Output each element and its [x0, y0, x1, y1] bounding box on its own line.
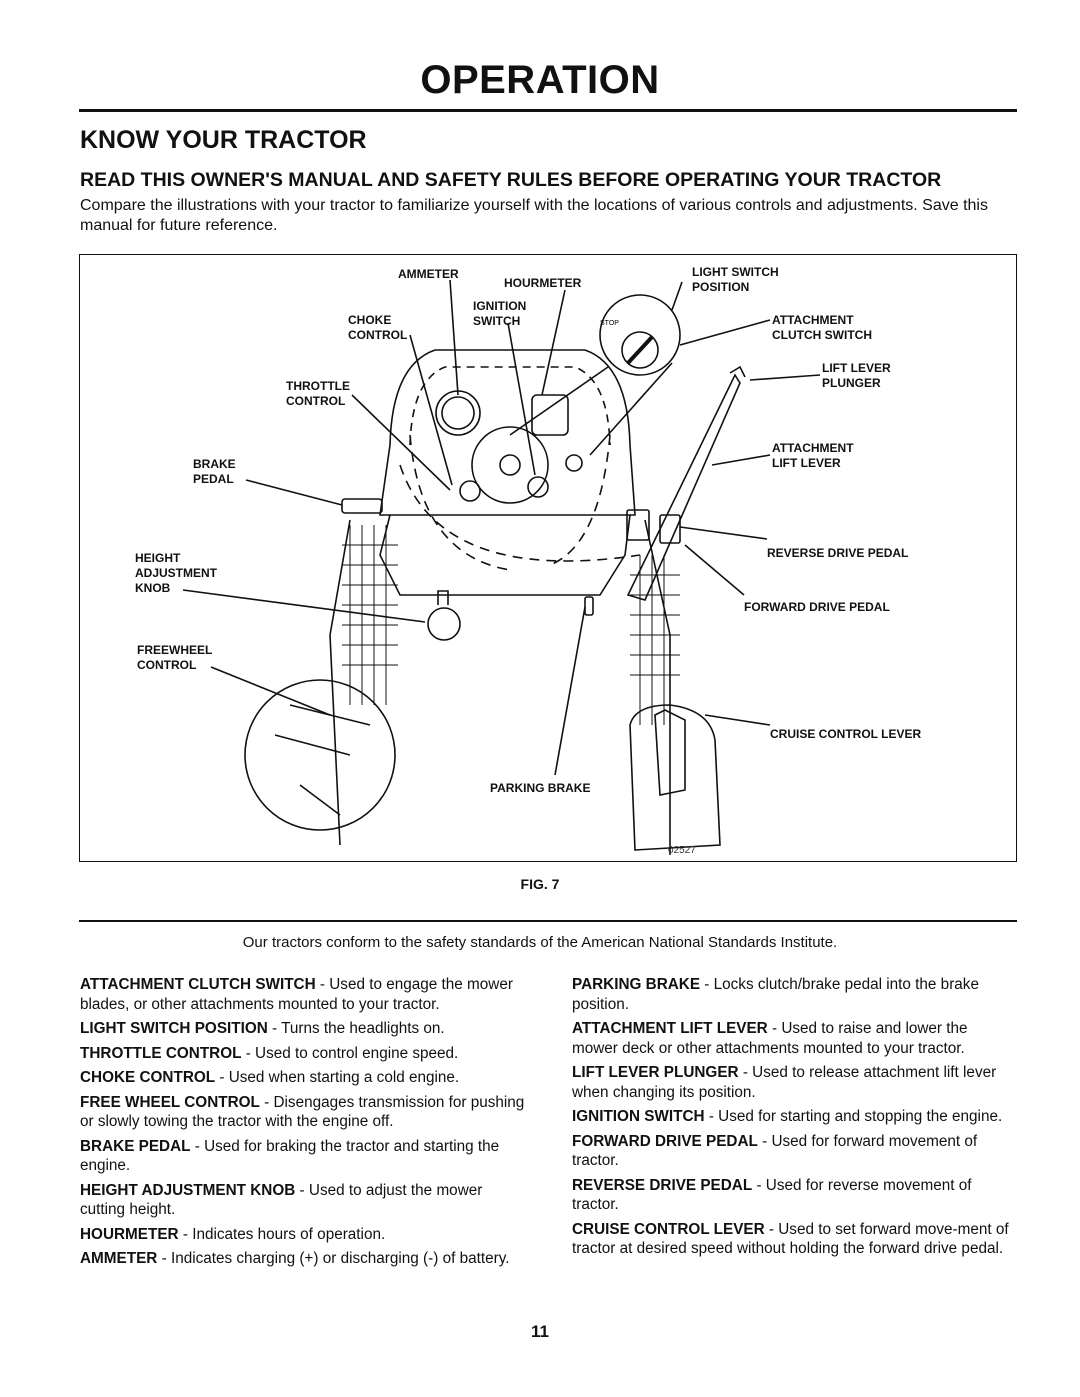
label-ignition-switch: IGNITION SWITCH	[473, 299, 527, 328]
definition-text: - Disengages transmission for pushing or…	[80, 1093, 525, 1131]
definition-term: IGNITION SWITCH	[572, 1108, 705, 1125]
definition-term: FORWARD DRIVE PEDAL	[572, 1132, 758, 1150]
page-number: 11	[531, 1322, 549, 1341]
stop-label: STOP	[600, 320, 619, 327]
definition-term: REVERSE DRIVE PEDAL	[572, 1176, 753, 1194]
label-hourmeter: HOURMETER	[504, 276, 582, 290]
definition-item: HEIGHT ADJUSTMENT KNOB - Used to adjust …	[80, 1181, 525, 1220]
definition-text: - Used when starting a cold engine.	[215, 1069, 460, 1086]
definition-text: - Used to control engine speed.	[241, 1044, 459, 1062]
header-rule	[79, 109, 1017, 112]
label-cruise-control: CRUISE CONTROL LEVER	[770, 727, 922, 741]
definition-term: LIGHT SWITCH POSITION	[80, 1020, 268, 1037]
definition-item: CRUISE CONTROL LEVER - Used to set forwa…	[572, 1220, 1017, 1259]
definition-item: THROTTLE CONTROL - Used to control engin…	[80, 1044, 525, 1064]
label-height-knob: HEIGHT ADJUSTMENT KNOB	[135, 551, 218, 595]
definition-text: - Used to raise and lower the mower deck…	[572, 1020, 968, 1057]
definition-term: CHOKE CONTROL	[80, 1069, 216, 1086]
part-number: 02527	[668, 845, 696, 856]
definition-text: - Used to release attachment lift lever …	[572, 1064, 997, 1101]
definition-text: - Used for forward movement of tractor.	[572, 1132, 978, 1170]
definition-text: - Used for starting and stopping the eng…	[704, 1108, 1003, 1125]
definition-item: PARKING BRAKE - Locks clutch/brake pedal…	[572, 975, 1017, 1014]
definition-term: HEIGHT ADJUSTMENT KNOB	[80, 1181, 296, 1199]
definition-item: IGNITION SWITCH - Used for starting and …	[572, 1107, 1017, 1127]
definition-text: - Indicates charging (+) or discharging …	[157, 1250, 510, 1267]
figure-caption: FIG. 7	[520, 876, 560, 892]
definition-item: CHOKE CONTROL - Used when starting a col…	[80, 1068, 525, 1088]
definition-item: REVERSE DRIVE PEDAL - Used for reverse m…	[572, 1176, 1017, 1215]
label-freewheel: FREEWHEEL CONTROL	[137, 643, 213, 672]
label-attachment-lift: ATTACHMENT LIFT LEVER	[772, 441, 854, 470]
definition-item: LIGHT SWITCH POSITION - Turns the headli…	[80, 1019, 525, 1039]
section-rule	[79, 920, 1017, 922]
label-lift-plunger: LIFT LEVER PLUNGER	[822, 361, 891, 390]
definition-term: CRUISE CONTROL LEVER	[572, 1220, 765, 1238]
label-reverse-pedal: REVERSE DRIVE PEDAL	[767, 546, 909, 560]
definition-item: HOURMETER - Indicates hours of operation…	[80, 1225, 525, 1245]
standards-note: Our tractors conform to the safety stand…	[242, 934, 838, 951]
definition-item: FORWARD DRIVE PEDAL - Used for forward m…	[572, 1132, 1017, 1171]
label-parking-brake: PARKING BRAKE	[490, 781, 591, 795]
page-header-title: OPERATION	[420, 58, 660, 102]
definition-term: LIFT LEVER PLUNGER	[572, 1064, 739, 1081]
definition-term: BRAKE PEDAL	[80, 1137, 191, 1155]
label-attachment-clutch: ATTACHMENT CLUTCH SWITCH	[772, 313, 872, 342]
intro-paragraph: Compare the illustrations with your trac…	[80, 197, 988, 234]
definition-text: - Used to set forward move-ment of tract…	[572, 1220, 1009, 1258]
definition-text: - Turns the headlights on.	[267, 1020, 445, 1037]
definition-item: ATTACHMENT LIFT LEVER - Used to raise an…	[572, 1019, 1017, 1058]
label-brake-pedal: BRAKE PEDAL	[193, 457, 236, 486]
definition-text: - Used to engage the mower blades, or ot…	[80, 976, 513, 1013]
definition-term: HOURMETER	[80, 1225, 179, 1243]
definition-term: ATTACHMENT CLUTCH SWITCH	[80, 976, 316, 993]
definition-text: - Locks clutch/brake pedal into the brak…	[572, 976, 979, 1013]
definition-text: - Used for braking the tractor and start…	[80, 1137, 500, 1175]
definition-term: PARKING BRAKE	[572, 976, 701, 993]
definition-term: FREE WHEEL CONTROL	[80, 1093, 260, 1111]
label-forward-pedal: FORWARD DRIVE PEDAL	[744, 600, 890, 614]
definition-text: - Indicates hours of operation.	[178, 1225, 386, 1243]
label-throttle-control: THROTTLE CONTROL	[286, 379, 350, 408]
definition-item: LIFT LEVER PLUNGER - Used to release att…	[572, 1063, 1017, 1102]
section-subtitle: READ THIS OWNER'S MANUAL AND SAFETY RULE…	[80, 169, 942, 191]
definition-item: FREE WHEEL CONTROL - Disengages transmis…	[80, 1093, 525, 1132]
definition-item: BRAKE PEDAL - Used for braking the tract…	[80, 1137, 525, 1176]
left-description-column: ATTACHMENT CLUTCH SWITCH - Used to engag…	[80, 975, 525, 1274]
definition-text: - Used for reverse movement of tractor.	[572, 1176, 972, 1214]
label-ammeter: AMMETER	[398, 267, 459, 281]
definition-item: AMMETER - Indicates charging (+) or disc…	[80, 1249, 525, 1269]
definition-text: - Used to adjust the mower cutting heigh…	[80, 1181, 483, 1219]
section-title: KNOW YOUR TRACTOR	[80, 126, 367, 154]
tractor-controls-figure: STOP 02527 AMMETER HOURMETER LIGHT SWITC…	[79, 254, 1017, 862]
definition-term: ATTACHMENT LIFT LEVER	[572, 1020, 768, 1037]
definition-term: THROTTLE CONTROL	[80, 1044, 242, 1062]
label-choke-control: CHOKE CONTROL	[348, 313, 408, 342]
definition-term: AMMETER	[80, 1250, 158, 1267]
definition-item: ATTACHMENT CLUTCH SWITCH - Used to engag…	[80, 975, 525, 1014]
label-light-switch: LIGHT SWITCH POSITION	[692, 265, 779, 294]
right-description-column: PARKING BRAKE - Locks clutch/brake pedal…	[572, 975, 1017, 1264]
tractor-illustration: STOP 02527	[182, 279, 821, 856]
